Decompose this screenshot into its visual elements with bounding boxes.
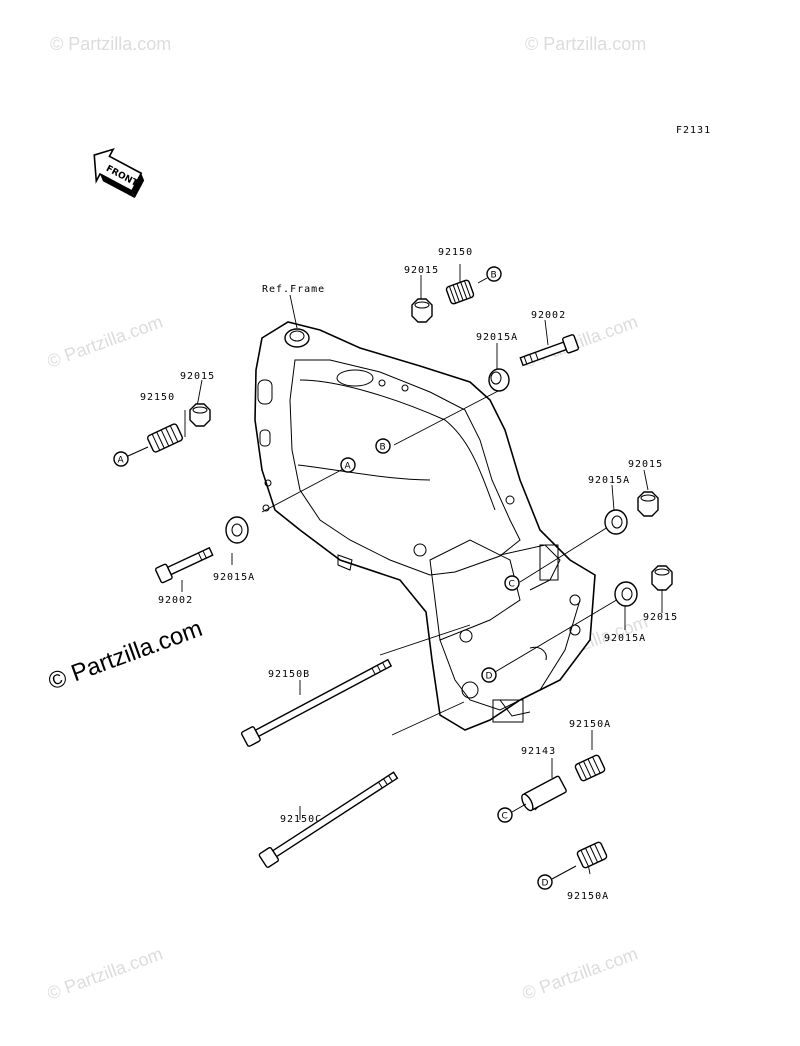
- watermark: © Partzilla.com: [50, 34, 171, 54]
- nut-92015-left[interactable]: [189, 403, 211, 427]
- part-label-92143[interactable]: 92143: [521, 746, 556, 757]
- svg-text:D: D: [542, 879, 549, 889]
- nut-92015-right[interactable]: [637, 491, 659, 517]
- nut-92015-right2[interactable]: [651, 565, 673, 591]
- washer-92015A-right[interactable]: [604, 509, 628, 535]
- bolt-92002-left[interactable]: [155, 544, 214, 584]
- callout-b-frame: B: [375, 438, 391, 454]
- part-label-92150-left[interactable]: 92150: [140, 392, 175, 403]
- figure-code: F2131: [676, 125, 711, 136]
- callout-d-frame: D: [481, 667, 497, 683]
- svg-text:A: A: [118, 456, 125, 466]
- part-label-92015-right[interactable]: 92015: [628, 459, 663, 470]
- washer-92015A-top[interactable]: [488, 368, 510, 392]
- callout-a-frame: A: [340, 457, 356, 473]
- callout-c-bottom: C: [497, 807, 513, 823]
- leader-lines: [181, 264, 663, 875]
- part-label-92150C[interactable]: 92150C: [280, 814, 322, 825]
- front-arrow-icon: FRONT: [93, 147, 145, 199]
- part-label-92150A-1[interactable]: 92150A: [569, 719, 611, 730]
- nut-92015-top[interactable]: [411, 298, 433, 323]
- part-label-92015A-right[interactable]: 92015A: [588, 475, 630, 486]
- main-frame: [254, 321, 596, 731]
- collar-92150-left[interactable]: [146, 423, 184, 453]
- bolt-92150B[interactable]: [240, 656, 393, 747]
- part-label-92002-top[interactable]: 92002: [531, 310, 566, 321]
- bolt-92002-top[interactable]: [519, 334, 580, 369]
- part-label-92150-top[interactable]: 92150: [438, 247, 473, 258]
- washer-92015A-right2[interactable]: [614, 581, 638, 607]
- part-labels: Ref.Frame 92150 92015 92002 92015A 92015…: [140, 247, 678, 902]
- collar-92150A-1[interactable]: [574, 754, 606, 782]
- washer-92015A-left[interactable]: [225, 516, 249, 544]
- part-label-92002-left[interactable]: 92002: [158, 595, 193, 606]
- part-label-92015A-left[interactable]: 92015A: [213, 572, 255, 583]
- callout-d-bottom: D: [537, 874, 553, 890]
- part-label-92015A-right2[interactable]: 92015A: [604, 633, 646, 644]
- callout-b-top: B: [486, 266, 502, 282]
- part-label-92150A-2[interactable]: 92150A: [567, 891, 609, 902]
- svg-text:C: C: [509, 580, 515, 590]
- watermark: © Partzilla.com: [520, 943, 641, 1003]
- svg-text:C: C: [502, 812, 508, 822]
- part-label-92015-right2[interactable]: 92015: [643, 612, 678, 623]
- watermark: © Partzilla.com: [45, 943, 166, 1003]
- svg-text:B: B: [380, 443, 386, 453]
- callout-c-frame: C: [504, 575, 520, 591]
- collar-92150-top[interactable]: [445, 279, 475, 305]
- callout-a-left: A: [113, 451, 129, 467]
- watermark-large: © Partzilla.com: [45, 615, 206, 696]
- bolt-92150C[interactable]: [258, 769, 400, 868]
- ref-frame-label: Ref.Frame: [262, 284, 325, 295]
- collar-92150A-2[interactable]: [576, 841, 608, 869]
- part-label-92015A-top[interactable]: 92015A: [476, 332, 518, 343]
- part-label-92015-left[interactable]: 92015: [180, 371, 215, 382]
- svg-text:D: D: [486, 672, 493, 682]
- watermark: © Partzilla.com: [525, 34, 646, 54]
- svg-text:B: B: [491, 271, 497, 281]
- part-label-92150B[interactable]: 92150B: [268, 669, 310, 680]
- watermark: © Partzilla.com: [45, 311, 166, 371]
- part-label-92015-top[interactable]: 92015: [404, 265, 439, 276]
- part-drawings: [127, 277, 673, 880]
- callouts: B B A A C D C D: [113, 266, 553, 890]
- spacer-92143[interactable]: [520, 775, 567, 813]
- svg-text:A: A: [345, 462, 352, 472]
